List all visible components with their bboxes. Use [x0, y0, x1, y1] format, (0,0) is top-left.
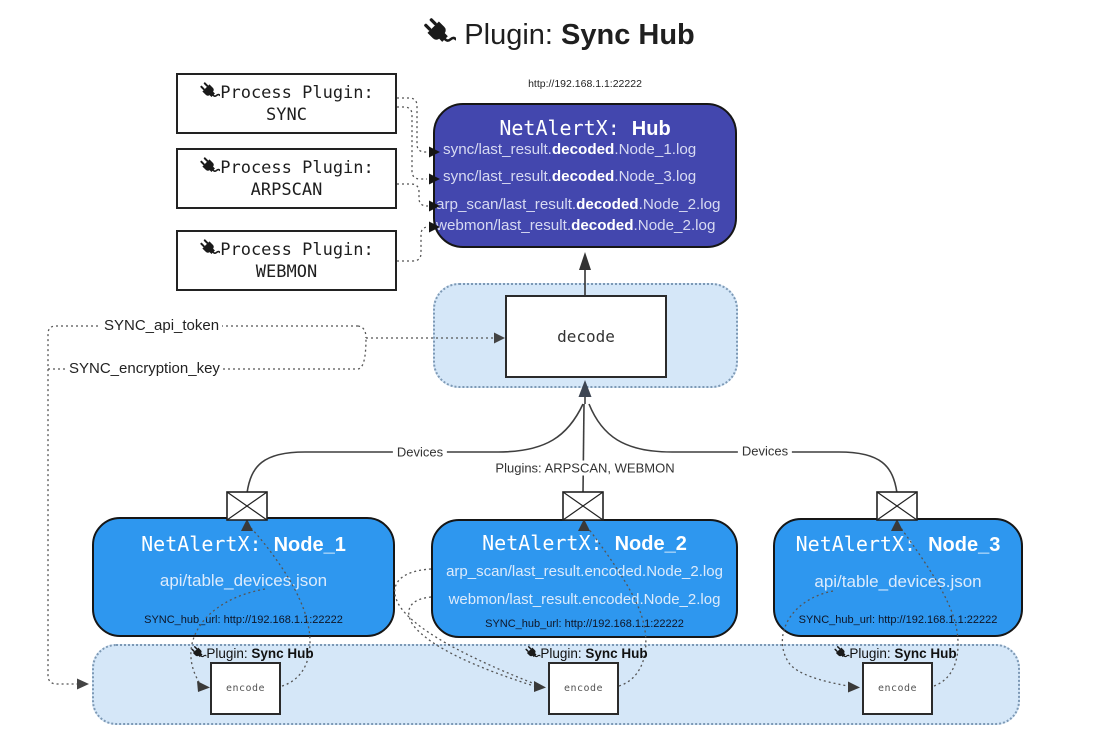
plug-icon	[524, 645, 541, 661]
edge-label-devices-right: Devices	[737, 443, 793, 459]
node-hub-url: SYNC_hub_url: http://192.168.1.1:22222	[485, 618, 684, 630]
link-merge-top	[357, 325, 367, 339]
sync-encryption-key-label: SYNC_encryption_key	[66, 360, 223, 377]
node-hub-url: SYNC_hub_url: http://192.168.1.1:22222	[798, 614, 998, 626]
process-plugin-text: Process Plugin:	[220, 83, 374, 103]
encoder-plugin-label: Plugin: Sync Hub	[524, 645, 648, 661]
decode-box: decode	[505, 295, 667, 378]
node-file-line: api/table_devices.json	[814, 572, 982, 591]
hub-title-name: Hub	[631, 118, 671, 140]
plug-icon	[422, 16, 457, 50]
process-plugin-label: Process Plugin:	[178, 156, 395, 178]
node-title: NetAlertX: Node_1	[141, 532, 346, 556]
hub-title: NetAlertX: Hub	[435, 116, 735, 141]
process-plugin-text: Process Plugin:	[220, 240, 374, 260]
link-arpscan-line3	[397, 183, 428, 207]
node-title: NetAlertX: Node_2	[482, 531, 687, 555]
arrow-into-band-left	[77, 678, 89, 690]
process-plugin-arpscan-box: Process Plugin: ARPSCAN	[176, 148, 397, 209]
process-plugin-text: Process Plugin:	[220, 158, 374, 178]
process-plugin-webmon-box: Process Plugin: WEBMON	[176, 230, 397, 291]
process-plugin-name: ARPSCAN	[250, 180, 323, 200]
process-plugin-name: SYNC	[266, 105, 307, 125]
node-title: NetAlertX: Node_3	[795, 532, 1001, 556]
hub-log-line: webmon/last_result.decoded.Node_2.log	[436, 217, 716, 234]
link-webmon-line4	[397, 226, 429, 262]
encoder-plugin-label: Plugin: Sync Hub	[833, 645, 957, 661]
hub-log-line: sync/last_result.decoded.Node_1.log	[443, 141, 697, 158]
page-title: Plugin: Sync Hub	[0, 16, 1117, 52]
edge-label-devices-left: Devices	[392, 444, 448, 460]
plug-icon	[199, 238, 221, 259]
link-sync-line1	[397, 97, 427, 153]
encode-box: encode	[862, 662, 933, 715]
process-plugin-label: Process Plugin:	[178, 238, 395, 260]
process-plugin-label: Process Plugin:	[178, 81, 395, 103]
node-file-line: arp_scan/last_result.encoded.Node_2.log	[446, 563, 723, 580]
process-plugin-name: WEBMON	[255, 262, 318, 282]
envelope-icon	[562, 491, 604, 521]
hub-log-line: sync/last_result.decoded.Node_3.log	[443, 168, 697, 185]
link-sync-line2	[397, 106, 427, 180]
plug-icon	[190, 645, 207, 661]
node1-box: NetAlertX: Node_1 api/table_devices.json…	[92, 517, 395, 637]
node-hub-url: SYNC_hub_url: http://192.168.1.1:22222	[144, 614, 343, 626]
encode-box: encode	[210, 662, 281, 715]
plug-icon	[833, 645, 850, 661]
page-title-name: Sync Hub	[561, 19, 695, 51]
node2-box: NetAlertX: Node_2 arp_scan/last_result.e…	[431, 519, 738, 638]
sync-api-token-label: SYNC_api_token	[101, 317, 223, 334]
hub-url-label: http://192.168.1.1:22222	[528, 78, 642, 90]
hub-log-line: arp_scan/last_result.decoded.Node_2.log	[436, 196, 721, 213]
node3-box: NetAlertX: Node_3 api/table_devices.json…	[773, 518, 1023, 637]
hub-title-prefix: NetAlertX:	[499, 116, 632, 140]
edge-label-plugins: Plugins: ARPSCAN, WEBMON	[491, 460, 679, 476]
link-merge-bottom	[357, 337, 367, 370]
hub-box: NetAlertX: Hub	[433, 103, 737, 248]
plug-icon	[199, 156, 221, 177]
envelope-icon	[226, 491, 268, 521]
edge-node2-decode	[582, 403, 585, 494]
plugin-to-hub-links	[397, 97, 429, 262]
node-file-line: api/table_devices.json	[159, 571, 328, 590]
arrow-up-into-hub	[579, 252, 591, 270]
encode-box: encode	[548, 662, 619, 715]
envelope-icons	[226, 491, 918, 521]
page-title-prefix: Plugin:	[464, 19, 562, 51]
process-plugin-sync-box: Process Plugin: SYNC	[176, 73, 397, 134]
encoder-plugin-label: Plugin: Sync Hub	[190, 645, 314, 661]
envelope-icon	[876, 491, 918, 521]
plug-icon	[199, 81, 221, 102]
node-file-line: webmon/last_result.encoded.Node_2.log	[448, 591, 721, 608]
